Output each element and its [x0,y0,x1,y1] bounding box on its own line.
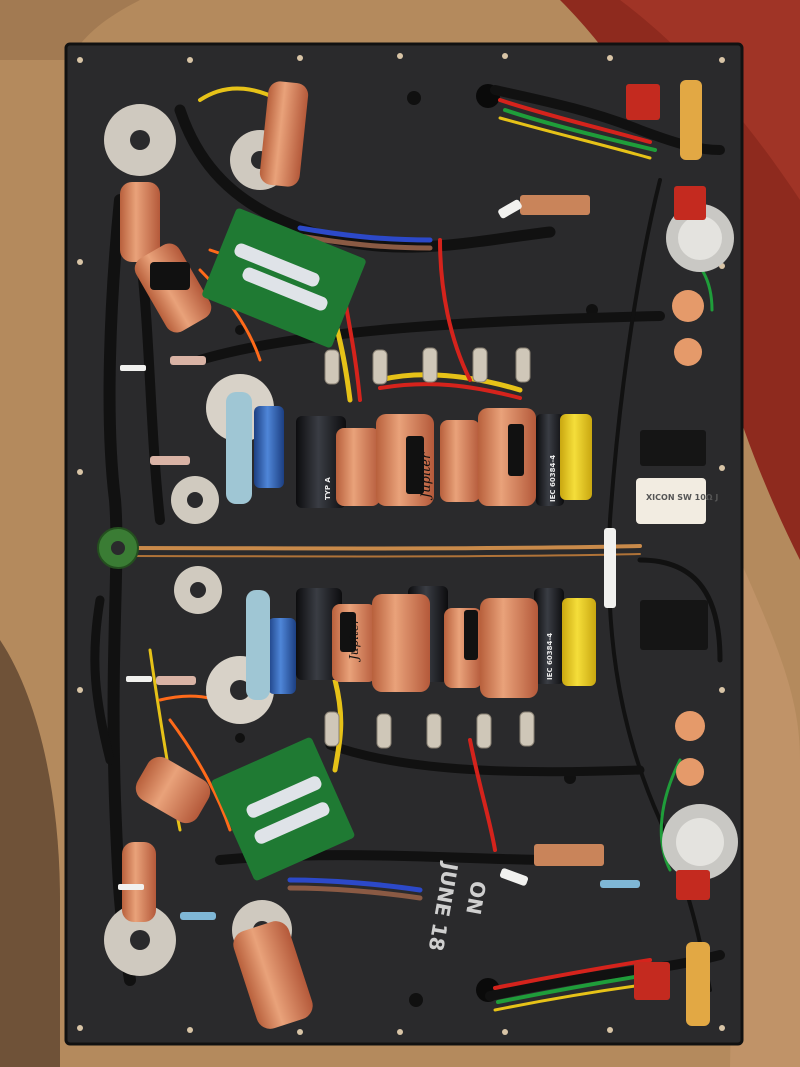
zip-ties [118,199,616,890]
jupiter-capacitors-bottom [332,594,538,698]
jupiter-label-bottom: Jupiter [347,617,361,663]
xicon-resistor-label: XICON SW 10Ω J [646,493,718,502]
blue-electrolytic-capacitors [254,406,296,694]
red-terminal-blocks [626,84,710,1000]
power-resistors [226,392,270,700]
black-cables [90,104,723,992]
component-markings: Jupiter TYP A IEC 60384-4 Jupiter IEC 60… [324,452,718,680]
orange-coupling-capacitors [120,81,313,1029]
mounting-holes [77,53,725,1035]
jupiter-capacitors-top [336,408,536,506]
ground-lug-ring [97,527,139,569]
cap-spec-bottom: IEC 60384-4 [546,633,554,680]
copper-ground-bus [128,544,642,558]
handwriting-on: ON [461,879,490,916]
cap-spec-top: TYP A [324,477,332,500]
yellow-film-capacitors [560,414,596,686]
rca-jacks [672,80,710,1026]
terminal-lugs [324,347,535,749]
potentiometers [662,204,738,880]
fuse-boards [202,208,366,881]
small-resistors [150,195,640,920]
jupiter-label-top: Jupiter [419,452,434,501]
cap-iec-top: IEC 60384-4 [549,455,557,502]
ceramic-resistors [636,430,708,650]
